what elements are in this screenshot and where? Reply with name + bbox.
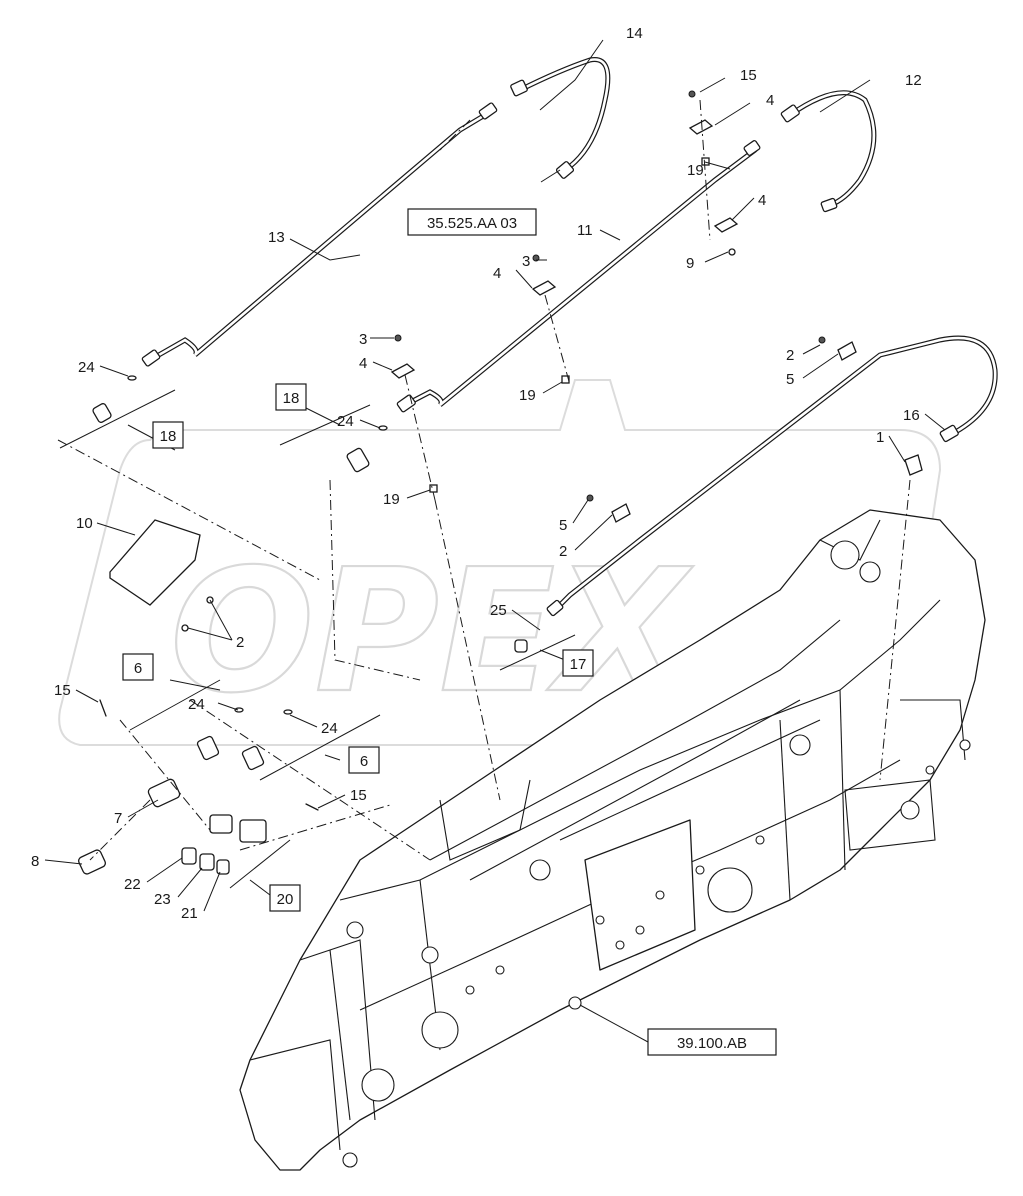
callout-22: 22 [124, 876, 141, 893]
callout-2-right: 2 [786, 347, 794, 364]
callout-24-lowleft: 24 [188, 696, 205, 713]
callout-24-lowright: 24 [321, 720, 338, 737]
tube-and-hose-16 [546, 335, 998, 617]
callout-8: 8 [31, 853, 39, 870]
callout-25: 25 [490, 602, 507, 619]
callout-15-low: 15 [350, 787, 367, 804]
ref-box-18-left [152, 421, 184, 449]
leader-lines [44, 39, 946, 1043]
callout-3-mid: 3 [522, 253, 530, 270]
ref-box-18-upper-label: 18 [283, 390, 300, 407]
ref-box-39100-label: 39.100.AB [677, 1035, 747, 1052]
ref-box-6-upper-label: 6 [134, 660, 142, 677]
callout-19-low: 19 [383, 491, 400, 508]
callout-4-top: 4 [766, 92, 774, 109]
ref-box-6-lower [348, 746, 380, 774]
boom-frame [239, 509, 986, 1171]
ref-box-18-left-label: 18 [160, 428, 177, 445]
ref-box-18-upper [275, 383, 307, 411]
routing-lines [57, 99, 911, 861]
callout-21: 21 [181, 905, 198, 922]
callout-5-right: 5 [786, 371, 794, 388]
ref-box-6-upper [122, 653, 154, 681]
callout-11: 11 [577, 222, 593, 239]
ref-box-39100 [647, 1028, 777, 1056]
ref-box-20-label: 20 [277, 891, 294, 908]
callout-15-top: 15 [740, 67, 757, 84]
ref-box-20 [269, 884, 301, 912]
callout-23: 23 [154, 891, 171, 908]
reference-boxes: 35.525.AA 03 18 18 17 6 6 20 39.100.AB [122, 208, 777, 1056]
callout-15-left: 15 [54, 682, 71, 699]
callout-24-topleft: 24 [78, 359, 95, 376]
callout-2-mid: 5 [559, 517, 567, 534]
callout-10: 10 [76, 515, 93, 532]
callout-19-top: 19 [687, 162, 704, 179]
hose-14-assembly [510, 57, 611, 179]
callout-4-mid: 4 [493, 265, 501, 282]
hose-12 [780, 90, 877, 213]
callout-16: 16 [903, 407, 920, 424]
callout-1: 1 [876, 429, 884, 446]
callout-12: 12 [905, 72, 922, 89]
hardware [77, 90, 923, 875]
callout-13: 13 [268, 229, 285, 246]
callout-2-left: 2 [236, 634, 244, 651]
ref-box-35525-label: 35.525.AA 03 [427, 215, 517, 232]
callout-14: 14 [626, 25, 643, 42]
callout-7: 7 [114, 810, 122, 827]
callouts: 14 15 12 4 19 4 13 11 3 9 4 3 4 2 5 24 1… [31, 25, 922, 922]
callout-4-right: 4 [758, 192, 766, 209]
ref-box-17-label: 17 [570, 656, 587, 673]
ref-box-6-lower-label: 6 [360, 753, 368, 770]
callout-9: 9 [686, 255, 694, 272]
callout-5-mid: 2 [559, 543, 567, 560]
callout-4-left: 4 [359, 355, 367, 372]
callout-3-left: 3 [359, 331, 367, 348]
callout-19-mid: 19 [519, 387, 536, 404]
ref-box-17 [562, 649, 594, 677]
tube-13 [141, 102, 498, 367]
ref-box-35525 [407, 208, 537, 236]
callout-24-mid: 24 [337, 413, 354, 430]
